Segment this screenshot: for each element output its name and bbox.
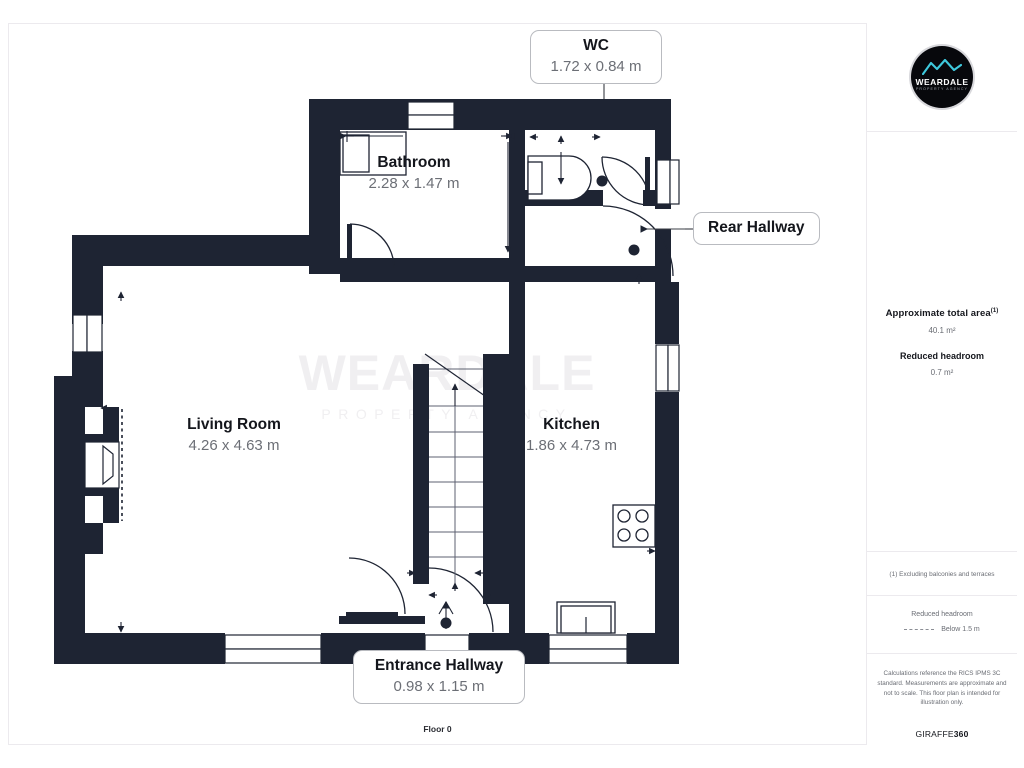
room-label-living-room: Living Room 4.26 x 4.63 m	[124, 416, 344, 454]
brand-logo: WEARDALE PROPERTY AGENCY	[867, 23, 1017, 131]
room-label-kitchen: Kitchen 1.86 x 4.73 m	[489, 416, 654, 454]
panel-divider-3	[867, 595, 1017, 596]
total-area-label: Approximate total area(1)	[885, 308, 999, 320]
logo-subtitle: PROPERTY AGENCY	[915, 87, 969, 91]
total-area-footnote-marker: (1)	[990, 308, 999, 314]
reduced-headroom-label: Reduced headroom	[899, 351, 984, 362]
room-name-rear-hallway: Rear Hallway	[708, 219, 805, 236]
total-area-value: 40.1 m²	[928, 326, 956, 336]
room-name-entrance-hallway: Entrance Hallway	[374, 657, 504, 674]
legend-row-below-1-5m: Below 1.5 m	[867, 626, 1017, 633]
area-summary: Approximate total area(1) 40.1 m² Reduce…	[867, 308, 1017, 377]
area-footnote: (1) Excluding balconies and terraces	[889, 571, 995, 578]
room-callout-rear-hallway: Rear Hallway	[693, 212, 820, 245]
panel-divider-2	[867, 551, 1017, 552]
room-name-living-room: Living Room	[187, 416, 281, 433]
panel-divider-4	[867, 653, 1017, 654]
legend-item-label: Below 1.5 m	[941, 626, 980, 633]
provider-brandmark: GIRAFFE360	[867, 729, 1017, 739]
legend-title: Reduced headroom	[911, 611, 973, 618]
room-dims-kitchen: 1.86 x 4.73 m	[526, 437, 617, 454]
provider-name-prefix: GIRAFFE	[915, 729, 954, 739]
provider-name-suffix: 360	[953, 729, 969, 739]
floor-caption: Floor 0	[423, 724, 452, 734]
room-label-bathroom: Bathroom 2.28 x 1.47 m	[324, 154, 504, 192]
room-name-wc: WC	[583, 37, 609, 54]
room-name-kitchen: Kitchen	[543, 416, 600, 433]
mountain-peaks-icon	[922, 59, 962, 75]
room-callout-entrance-hallway: Entrance Hallway 0.98 x 1.15 m	[353, 650, 525, 704]
logo-name: WEARDALE	[915, 77, 969, 87]
floor-plan-drawing: WEARDALE PROPERTY AGENCY .wall { fill: #…	[9, 24, 866, 744]
info-panel: WEARDALE PROPERTY AGENCY Approximate tot…	[866, 23, 1017, 745]
room-dims-wc: 1.72 x 0.84 m	[550, 58, 642, 75]
reduced-headroom-value: 0.7 m²	[930, 368, 954, 378]
room-dims-bathroom: 2.28 x 1.47 m	[368, 175, 460, 192]
room-dims-living-room: 4.26 x 4.63 m	[188, 437, 280, 454]
room-name-bathroom: Bathroom	[377, 154, 451, 171]
dashed-line-swatch	[904, 629, 935, 630]
weardale-logo-badge: WEARDALE PROPERTY AGENCY	[911, 46, 973, 108]
plan-vector-graphics: .wall { fill: #1e2433; } .win { fill: #f…	[54, 46, 699, 676]
disclaimer-text: Calculations reference the RICS IPMS 3C …	[877, 670, 1007, 707]
panel-divider-1	[867, 131, 1017, 132]
room-callout-wc: WC 1.72 x 0.84 m	[530, 30, 662, 84]
legend: Reduced headroom Below 1.5 m	[867, 611, 1017, 633]
room-dims-entrance-hallway: 0.98 x 1.15 m	[393, 678, 485, 695]
